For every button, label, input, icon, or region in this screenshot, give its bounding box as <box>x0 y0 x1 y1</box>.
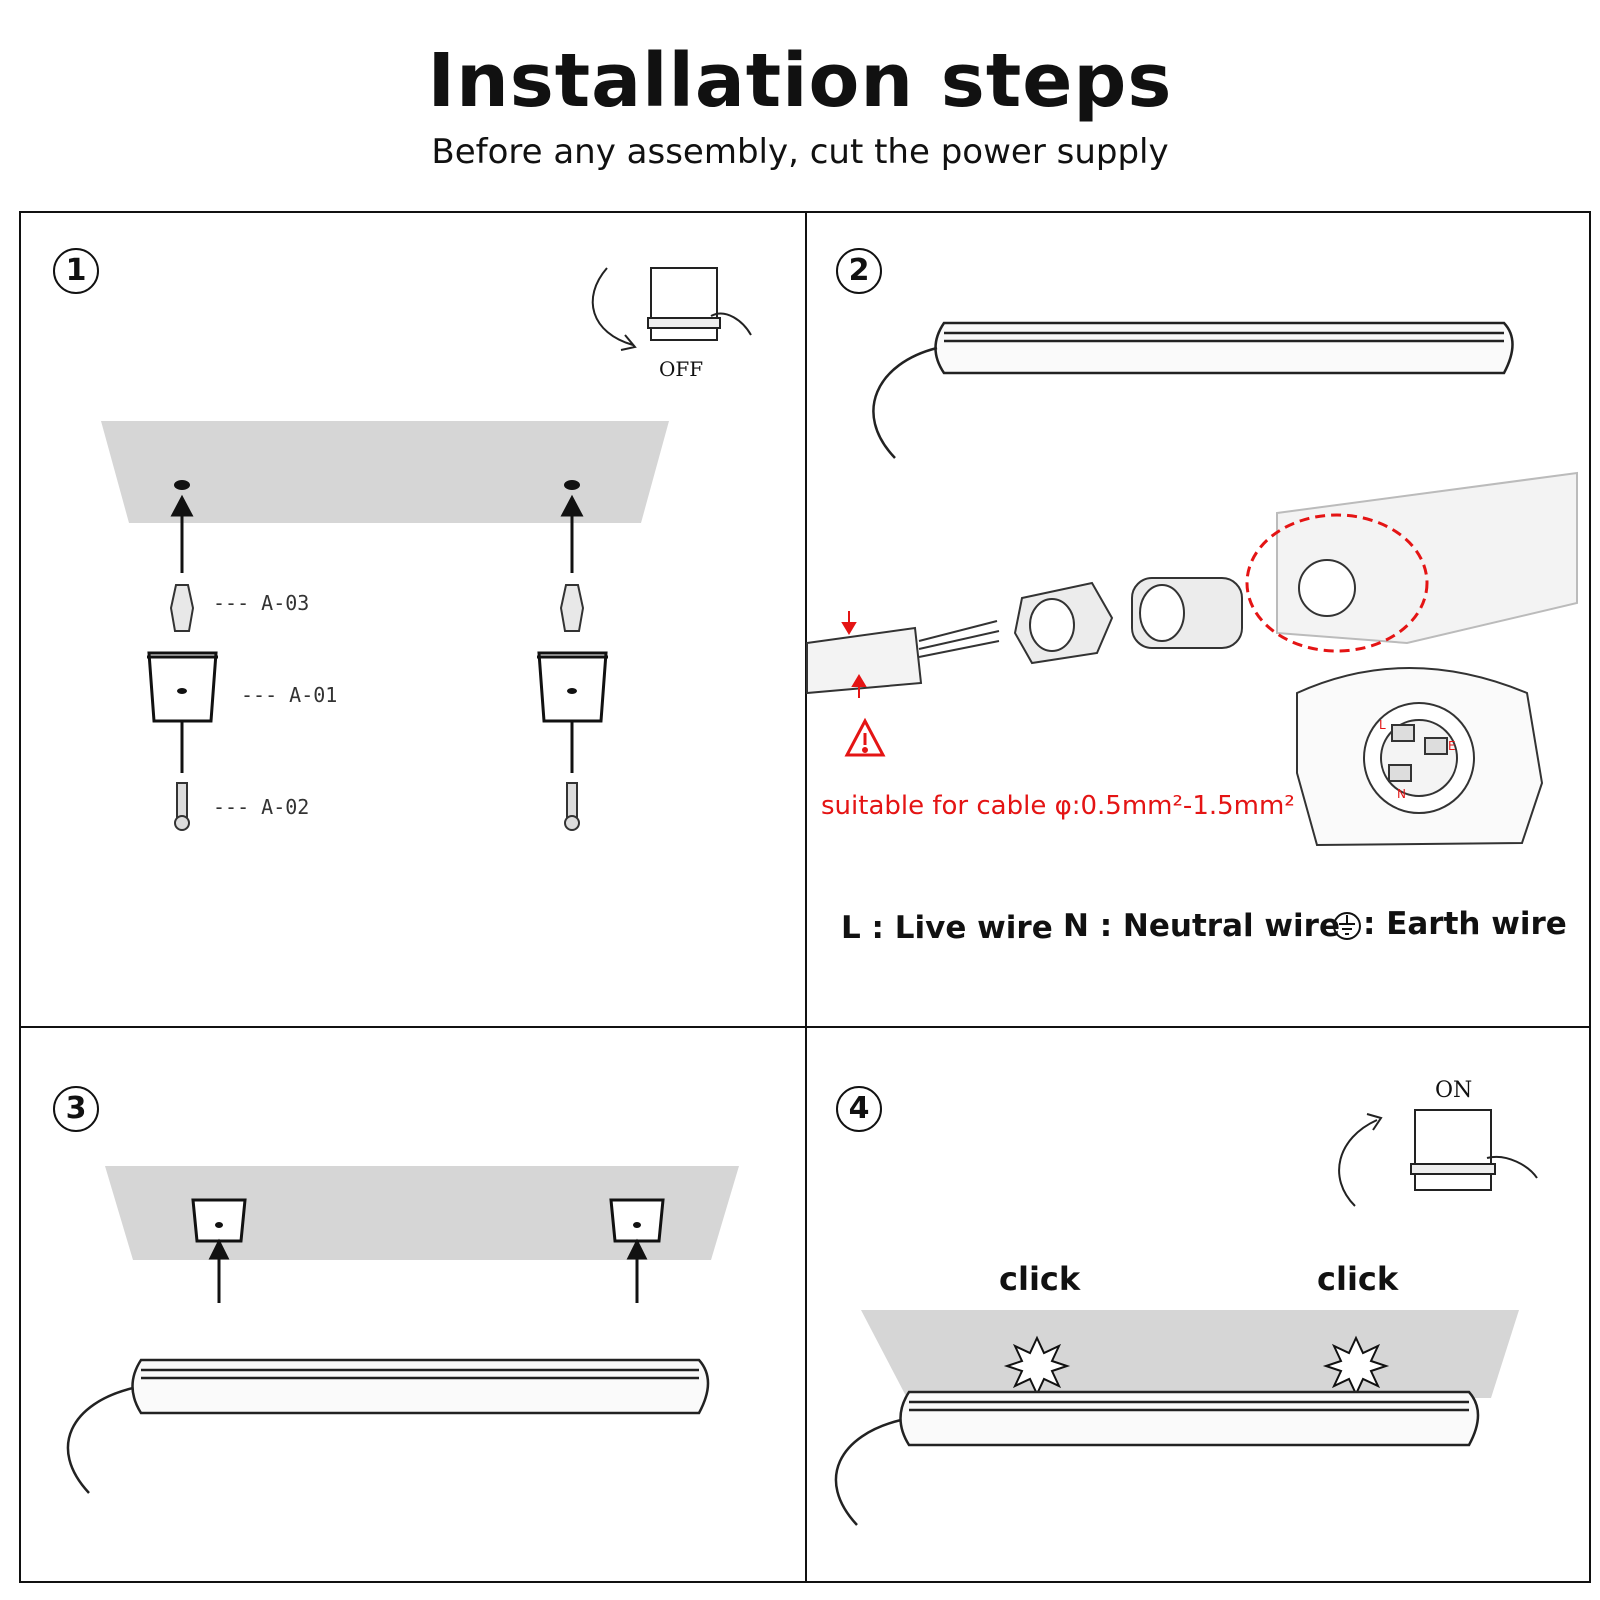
terminal-letter-e: E <box>1448 739 1456 753</box>
cable-warning-text: suitable for cable φ:0.5mm²-1.5mm² <box>821 791 1295 821</box>
step-2-panel: 2 <box>806 213 1589 1028</box>
cable-gland <box>1013 577 1243 665</box>
step-4-panel: 4 ON click click <box>807 1028 1589 1581</box>
legend-neutral-wire: N : Neutral wire <box>1063 908 1340 944</box>
led-tube-light <box>872 321 1514 459</box>
step-4-illustration <box>834 1109 1538 1526</box>
terminal-letter-n: N <box>1397 787 1406 801</box>
step-2-illustration <box>806 321 1578 940</box>
cable <box>806 620 1000 695</box>
legend-earth-wire: : Earth wire <box>1363 906 1567 942</box>
arrow-up-icon <box>208 1238 648 1303</box>
terminal-detail <box>1296 667 1544 847</box>
power-switch-icon <box>1338 1109 1538 1207</box>
page-title: Installation steps <box>427 38 1173 124</box>
page-subtitle: Before any assembly, cut the power suppl… <box>431 132 1169 172</box>
step-1-number: 1 <box>53 248 99 294</box>
part-label-a01: --- A-01 <box>241 683 338 707</box>
led-tube-light <box>66 1358 710 1494</box>
click-label-left: click <box>999 1260 1081 1298</box>
step-3-panel: 3 <box>21 1028 807 1581</box>
step-3-number: 3 <box>53 1086 99 1132</box>
mounting-bracket-icon <box>191 1198 665 1243</box>
earth-ground-icon <box>1333 912 1361 940</box>
led-tube-light <box>834 1390 1480 1526</box>
step-3-illustration <box>66 1166 739 1494</box>
steps-grid: 1 <box>19 211 1591 1583</box>
arrow-up-icon <box>170 494 584 773</box>
part-label-a03: --- A-03 <box>213 591 310 615</box>
legend-live-wire: L : Live wire <box>841 910 1053 946</box>
terminal-letter-l: L <box>1379 718 1386 732</box>
connector-highlight <box>1245 513 1429 653</box>
power-switch-icon <box>591 267 752 351</box>
wall-anchor-icon <box>169 584 585 632</box>
step-4-number: 4 <box>836 1086 882 1132</box>
ceiling-surface <box>105 1166 739 1260</box>
warning-icon <box>844 717 886 757</box>
screw-icon <box>174 782 580 831</box>
part-label-a02: --- A-02 <box>213 795 310 819</box>
step-2-number: 2 <box>836 248 882 294</box>
click-label-right: click <box>1317 1260 1399 1298</box>
step-1-illustration <box>101 267 752 831</box>
switch-off-label: OFF <box>659 357 704 381</box>
ceiling-surface <box>861 1310 1519 1398</box>
mounting-bracket-icon <box>147 651 608 723</box>
step-1-panel: 1 <box>21 213 807 1028</box>
switch-on-label: ON <box>1435 1078 1473 1103</box>
ceiling-surface <box>101 421 669 523</box>
